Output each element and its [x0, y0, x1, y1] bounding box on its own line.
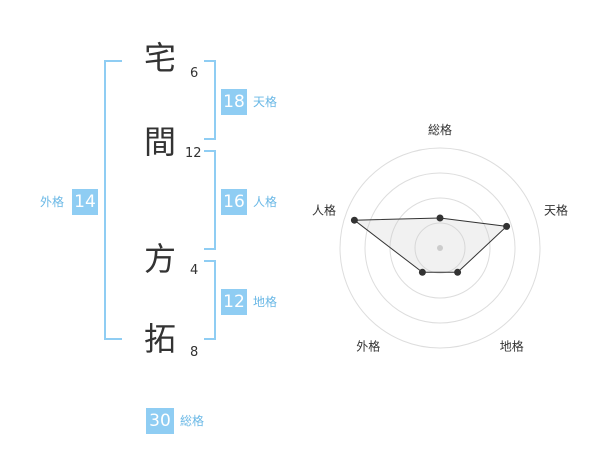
tenkaku-badge: 18	[221, 89, 247, 115]
radar-axis-label: 地格	[500, 339, 524, 354]
name-char-2: 間	[143, 123, 176, 161]
gaikaku-label: 外格	[40, 195, 65, 209]
stroke-count-2: 12	[185, 146, 202, 161]
jinkaku-label: 人格	[253, 195, 278, 209]
radar-point	[350, 216, 358, 224]
tenkaku-label: 天格	[253, 95, 278, 109]
radar-axis-label: 人格	[312, 202, 336, 217]
radar-ring	[414, 222, 466, 274]
jinkaku-bracket	[204, 150, 216, 250]
radar-axis-label: 総格	[428, 122, 452, 137]
soukaku-label: 総格	[180, 414, 205, 428]
name-char-3: 方	[143, 240, 176, 278]
radar-ring	[364, 172, 516, 324]
radar-point	[503, 222, 511, 230]
radar-axis-label: 天格	[544, 202, 568, 217]
tenkaku-bracket	[204, 60, 216, 140]
chikaku-label: 地格	[253, 295, 278, 309]
radar-point	[436, 214, 444, 222]
radar-center-dot	[437, 245, 443, 251]
stroke-count-4: 8	[190, 345, 199, 360]
jinkaku-badge: 16	[221, 189, 247, 215]
radar-point	[418, 268, 426, 276]
chikaku-badge: 12	[221, 289, 247, 315]
soukaku-badge: 30	[146, 408, 174, 434]
gaikaku-badge: 14	[72, 189, 98, 215]
radar-point	[454, 268, 462, 276]
radar-axis-label: 外格	[356, 339, 380, 354]
stroke-count-3: 4	[190, 263, 199, 278]
radar-value-polygon	[352, 217, 508, 273]
gaikaku-bracket	[104, 60, 122, 340]
name-char-1: 宅	[143, 39, 176, 77]
name-char-4: 拓	[143, 320, 176, 358]
chikaku-bracket	[204, 260, 216, 340]
radar-ring	[339, 147, 541, 349]
stroke-count-1: 6	[190, 66, 199, 81]
